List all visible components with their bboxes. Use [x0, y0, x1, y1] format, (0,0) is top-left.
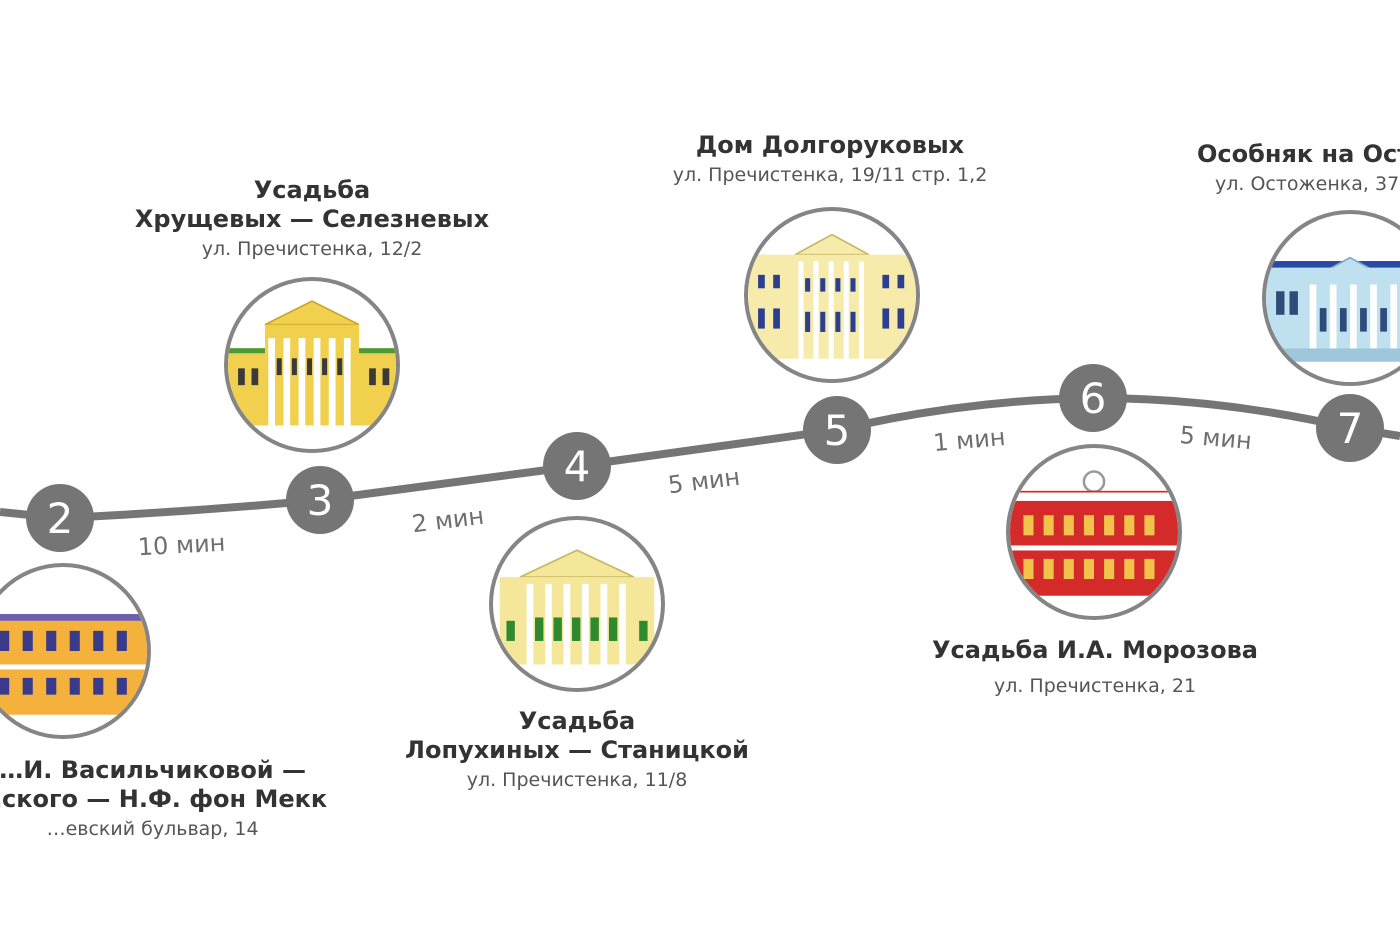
stop-marker-7: 7 [1316, 394, 1384, 462]
pale-yellow-portico-mansion-icon [489, 516, 665, 692]
stop-title-line: Лопухиных — Станицкой [405, 736, 749, 764]
duration-label: 2 мин [410, 502, 485, 539]
stop-address: ул. Пречистенка, 11/8 [466, 769, 688, 791]
stop-title-line: …И. Васильчиковой — [0, 756, 306, 784]
stop-title-line: Усадьба [253, 176, 371, 204]
orange-mansion-icon [0, 563, 151, 739]
stop-address: …евский бульвар, 14 [46, 818, 259, 840]
svg-text:6: 6 [1080, 374, 1107, 423]
stop-label-6: Усадьба И.А. Морозова ул. Пречистенка, 2… [932, 636, 1258, 699]
stop-title-line: Усадьба [518, 707, 636, 735]
stop-address: ул. Пречистенка, 21 [993, 675, 1197, 697]
duration-label: 10 мин [137, 529, 226, 562]
svg-text:4: 4 [564, 442, 591, 491]
cream-colonnade-mansion-icon [744, 207, 920, 383]
duration-label: 5 мин [666, 463, 741, 500]
stop-title-line: Хрущевых — Селезневых [134, 205, 490, 233]
stop-marker-5: 5 [803, 396, 871, 464]
stop-label-3: Усадьба Хрущевых — Селезневых ул. Пречис… [135, 176, 489, 262]
stop-title-line: …ского — Н.Ф. фон Мекк [0, 785, 328, 813]
stop-label-2: …И. Васильчиковой — …ского — Н.Ф. фон Ме… [0, 756, 327, 842]
route-line [0, 393, 1400, 523]
yellow-portico-mansion-icon [224, 277, 400, 453]
stop-address: ул. Пречистенка, 19/11 стр. 1,2 [672, 164, 988, 186]
stop-address: ул. Остоженка, 37… [1215, 173, 1400, 195]
stop-label-7: Особняк на Ост… ул. Остоженка, 37… [1197, 140, 1400, 197]
stop-marker-6: 6 [1059, 364, 1127, 432]
duration-label: 5 мин [1178, 421, 1252, 455]
svg-text:3: 3 [307, 476, 334, 525]
stop-title-line: Дом Долгоруковых [695, 131, 965, 159]
svg-text:2: 2 [47, 494, 74, 543]
stop-address: ул. Пречистенка, 12/2 [201, 238, 423, 260]
stop-marker-3: 3 [286, 466, 354, 534]
stop-label-5: Дом Долгоруковых ул. Пречистенка, 19/11 … [673, 131, 988, 188]
stop-marker-2: 2 [26, 484, 94, 552]
red-mansion-icon [1006, 444, 1182, 620]
stop-title-line: Усадьба И.А. Морозова [932, 636, 1258, 664]
svg-text:5: 5 [824, 406, 851, 455]
duration-label: 1 мин [932, 423, 1006, 457]
stop-title-line: Особняк на Ост… [1197, 140, 1400, 168]
stop-label-4: Усадьба Лопухиных — Станицкой ул. Пречис… [405, 707, 749, 793]
stop-marker-4: 4 [543, 432, 611, 500]
svg-text:7: 7 [1337, 404, 1364, 453]
